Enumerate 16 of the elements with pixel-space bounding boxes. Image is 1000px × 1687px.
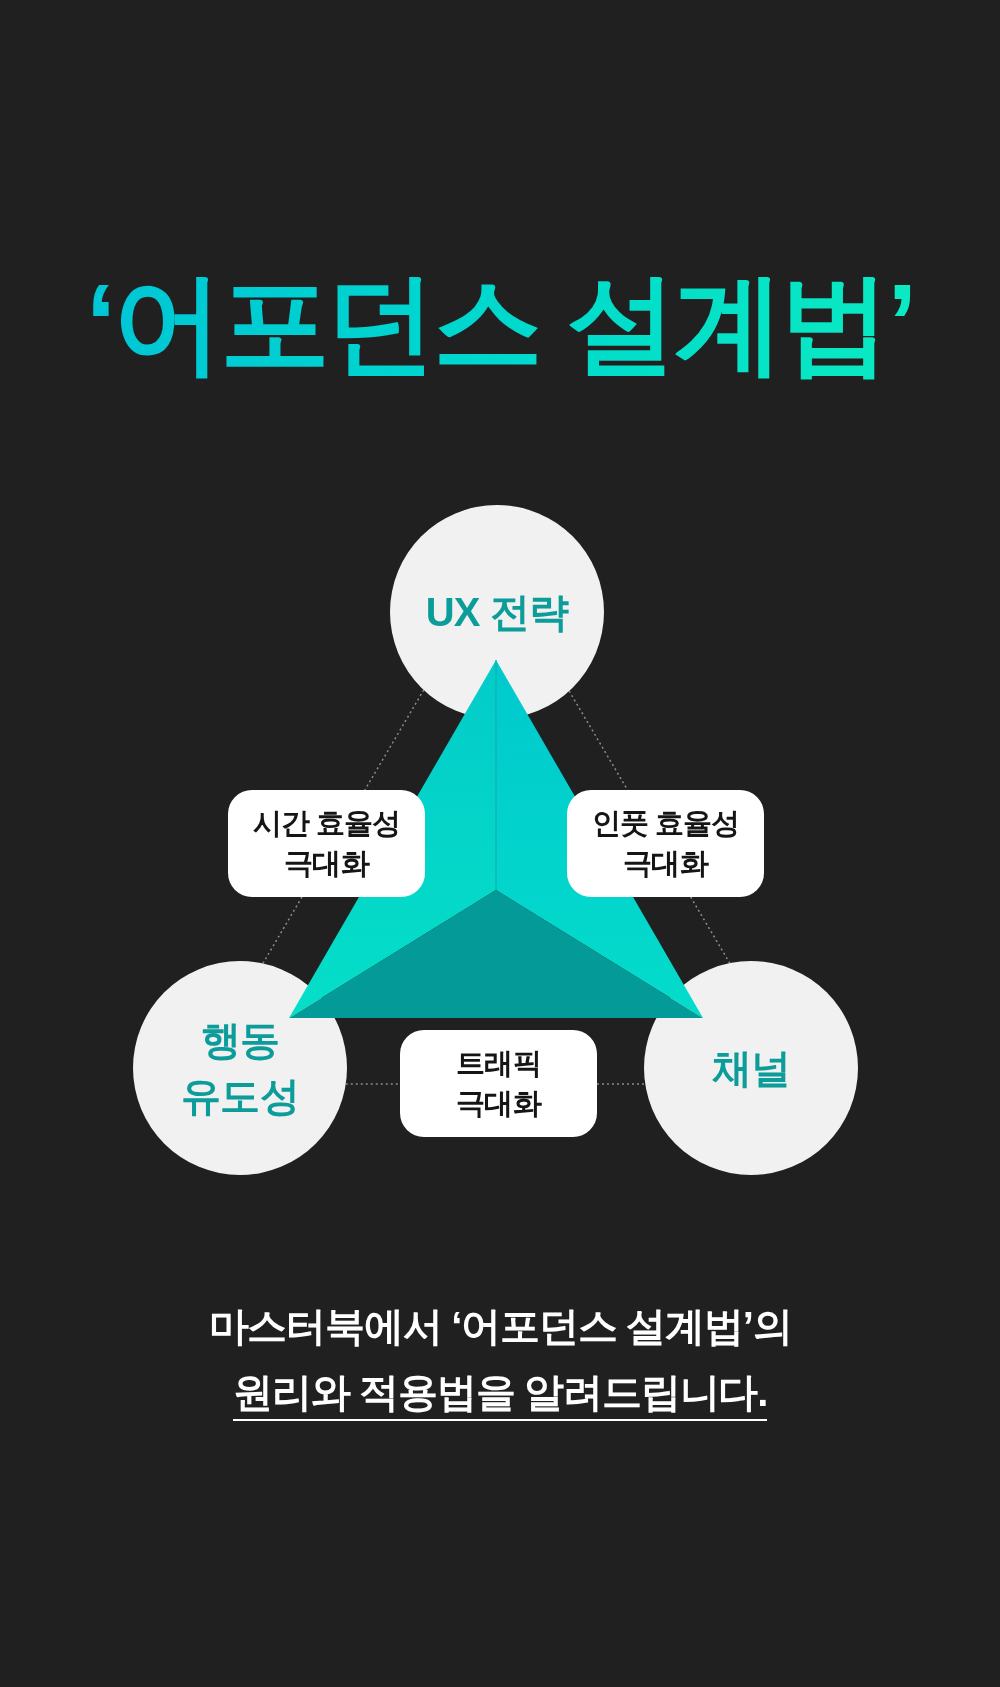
body-text: 마스터북에서 ‘어포던스 설계법’의 xyxy=(208,1304,792,1348)
label-card xyxy=(228,790,425,897)
body-text: 원리와 적용법을 알려드립니다. xyxy=(232,1370,768,1421)
circle-label: 채널 xyxy=(711,1045,791,1092)
circle-label: 행동 유도성 xyxy=(180,1017,300,1120)
card-text: 인풋 효율성 극대화 xyxy=(590,806,741,881)
dotted-connector xyxy=(345,1083,401,1085)
card-text: 트래픽 극대화 xyxy=(455,1046,543,1121)
label-card xyxy=(400,1030,597,1137)
card-text: 시간 효율성 극대화 xyxy=(251,806,402,881)
dotted-connector xyxy=(262,896,303,965)
dotted-connector xyxy=(364,689,425,791)
label-card xyxy=(567,790,764,897)
dotted-connector xyxy=(568,690,629,791)
dotted-connector xyxy=(596,1083,646,1085)
circle-label: UX 전략 xyxy=(425,589,569,636)
